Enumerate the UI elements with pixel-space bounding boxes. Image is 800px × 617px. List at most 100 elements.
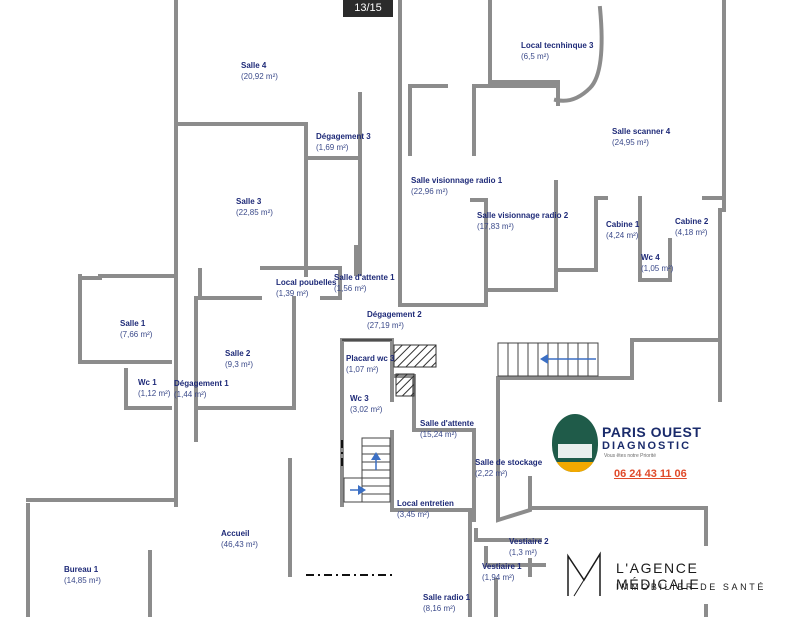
room-area: (24,95 m²) bbox=[612, 138, 649, 147]
room-name: Wc 3 bbox=[350, 394, 369, 403]
room-area: (1,69 m²) bbox=[316, 143, 349, 152]
room-area: (27,19 m²) bbox=[367, 321, 404, 330]
room-area: (22,96 m²) bbox=[411, 187, 448, 196]
logo-accent-bar bbox=[552, 462, 598, 472]
room-name: Cabine 1 bbox=[606, 220, 640, 229]
room-label-salle-4: Salle 4 (20,92 m²) bbox=[241, 60, 278, 82]
agence-line1: L'AGENCE MÉDICALE bbox=[616, 560, 701, 592]
room-label-salle-visionnage-radio-1: Salle visionnage radio 1 (22,96 m²) bbox=[411, 175, 502, 197]
room-area: (9,3 m²) bbox=[225, 360, 253, 369]
room-label-vestiaire-2: Vestiaire 2 (1,3 m²) bbox=[509, 536, 549, 558]
room-name: Salle 3 bbox=[236, 197, 262, 206]
room-label-salle-2: Salle 2 (9,3 m²) bbox=[225, 348, 253, 370]
room-name: Local poubelles bbox=[276, 278, 337, 287]
room-name: Dégagement 2 bbox=[367, 310, 422, 319]
staircase-upper bbox=[497, 342, 599, 377]
room-label-salle-dattente: Salle d'attente (15,24 m²) bbox=[420, 418, 474, 440]
room-area: (7,66 m²) bbox=[120, 330, 153, 339]
room-name: Salle 1 bbox=[120, 319, 146, 328]
room-area: (1,07 m²) bbox=[346, 365, 379, 374]
room-label-cabine-1: Cabine 1 (4,24 m²) bbox=[606, 219, 639, 241]
room-label-salle-visionnage-radio-2: Salle visionnage radio 2 (17,83 m²) bbox=[477, 210, 568, 232]
room-label-degagement-1: Dégagement 1 (1,44 m²) bbox=[174, 378, 229, 400]
room-name: Salle 2 bbox=[225, 349, 251, 358]
room-area: (22,85 m²) bbox=[236, 208, 273, 217]
room-label-wc-3: Wc 3 (3,02 m²) bbox=[350, 393, 382, 415]
room-area: (1,94 m²) bbox=[482, 573, 515, 582]
room-name: Bureau 1 bbox=[64, 565, 99, 574]
room-name: Wc 1 bbox=[138, 378, 157, 387]
logo-name-line1: PARIS OUEST bbox=[602, 424, 702, 440]
room-area: (1,12 m²) bbox=[138, 389, 171, 398]
room-label-accueil: Accueil (46,43 m²) bbox=[221, 528, 258, 550]
agence-line2: IMMOBILIER DE SANTÉ bbox=[616, 582, 766, 592]
room-name: Salle de stockage bbox=[475, 458, 543, 467]
logo-tagline: Vous êtes notre Priorité bbox=[604, 453, 656, 459]
room-area: (4,18 m²) bbox=[675, 228, 708, 237]
staircase-center bbox=[343, 437, 391, 503]
logo-emblem-icon bbox=[552, 414, 598, 472]
room-area: (1,3 m²) bbox=[509, 548, 537, 557]
room-area: (2,22 m²) bbox=[475, 469, 508, 478]
room-area: (17,83 m²) bbox=[477, 222, 514, 231]
room-name: Salle 4 bbox=[241, 61, 267, 70]
room-area: (1,44 m²) bbox=[174, 390, 207, 399]
hatched-block-placard bbox=[393, 344, 437, 368]
room-area: (3,02 m²) bbox=[350, 405, 383, 414]
slide-counter: 13/15 bbox=[343, 0, 393, 17]
am-monogram-icon bbox=[567, 551, 601, 597]
room-label-salle-de-stockage: Salle de stockage (2,22 m²) bbox=[475, 457, 542, 479]
room-name: Salle visionnage radio 2 bbox=[477, 211, 569, 220]
room-area: (46,43 m²) bbox=[221, 540, 258, 549]
room-name: Placard wc 3 bbox=[346, 354, 395, 363]
room-area: (6,5 m²) bbox=[521, 52, 549, 61]
room-label-local-poubelles: Local poubelles (1,39 m²) bbox=[276, 277, 336, 299]
room-area: (4,24 m²) bbox=[606, 231, 639, 240]
room-label-local-entretien: Local entretien (3,45 m²) bbox=[397, 498, 454, 520]
room-name: Wc 4 bbox=[641, 253, 660, 262]
room-name: Salle scanner 4 bbox=[612, 127, 671, 136]
room-label-salle-radio-1: Salle radio 1 (8,16 m²) bbox=[423, 592, 470, 614]
room-label-salle-3: Salle 3 (22,85 m²) bbox=[236, 196, 273, 218]
room-label-salle-dattente-1: Salle d'attente 1 (1,56 m²) bbox=[334, 272, 395, 294]
room-area: (8,16 m²) bbox=[423, 604, 456, 613]
room-label-local-technique-3: Local tecnhinque 3 (6,5 m²) bbox=[521, 40, 593, 62]
room-label-wc-1: Wc 1 (1,12 m²) bbox=[138, 377, 170, 399]
logo-name-line2: DIAGNOSTIC bbox=[602, 440, 692, 452]
room-name: Local entretien bbox=[397, 499, 454, 508]
hatched-block-wc bbox=[395, 373, 415, 397]
room-name: Salle d'attente 1 bbox=[334, 273, 395, 282]
room-area: (14,85 m²) bbox=[64, 576, 101, 585]
room-area: (1,56 m²) bbox=[334, 284, 367, 293]
room-label-wc-4: Wc 4 (1,05 m²) bbox=[641, 252, 673, 274]
room-area: (20,92 m²) bbox=[241, 72, 278, 81]
room-name: Dégagement 1 bbox=[174, 379, 229, 388]
logo-phone: 06 24 43 11 06 bbox=[614, 468, 687, 480]
room-name: Vestiaire 2 bbox=[509, 537, 549, 546]
room-label-bureau-1: Bureau 1 (14,85 m²) bbox=[64, 564, 101, 586]
room-label-degagement-3: Dégagement 3 (1,69 m²) bbox=[316, 131, 371, 153]
room-label-vestiaire-1: Vestiaire 1 (1,94 m²) bbox=[482, 561, 522, 583]
room-label-salle-1: Salle 1 (7,66 m²) bbox=[120, 318, 152, 340]
room-label-degagement-2: Dégagement 2 (27,19 m²) bbox=[367, 309, 422, 331]
room-label-salle-scanner-4: Salle scanner 4 (24,95 m²) bbox=[612, 126, 670, 148]
room-name: Salle d'attente bbox=[420, 419, 474, 428]
paris-ouest-diagnostic-logo: PARIS OUEST DIAGNOSTIC Vous êtes notre P… bbox=[552, 412, 702, 484]
room-area: (1,39 m²) bbox=[276, 289, 309, 298]
room-name: Local tecnhinque 3 bbox=[521, 41, 594, 50]
room-area: (15,24 m²) bbox=[420, 430, 457, 439]
walls bbox=[26, 0, 726, 617]
room-area: (1,05 m²) bbox=[641, 264, 674, 273]
room-name: Cabine 2 bbox=[675, 217, 709, 226]
room-area: (3,45 m²) bbox=[397, 510, 430, 519]
room-label-cabine-2: Cabine 2 (4,18 m²) bbox=[675, 216, 708, 238]
room-label-placard-wc-3: Placard wc 3 (1,07 m²) bbox=[346, 353, 394, 375]
room-name: Dégagement 3 bbox=[316, 132, 371, 141]
room-name: Salle radio 1 bbox=[423, 593, 471, 602]
room-name: Salle visionnage radio 1 bbox=[411, 176, 503, 185]
room-name: Vestiaire 1 bbox=[482, 562, 522, 571]
room-name: Accueil bbox=[221, 529, 250, 538]
dashed-lines bbox=[306, 339, 392, 576]
city-skyline-icon bbox=[558, 444, 592, 458]
